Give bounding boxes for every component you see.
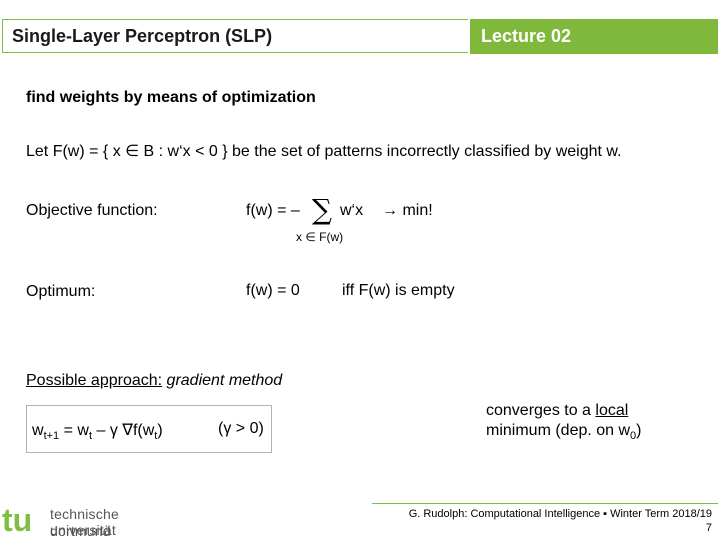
title-bar — [2, 19, 468, 53]
footer-divider — [372, 503, 718, 504]
optimum-condition: iff F(w) is empty — [342, 282, 455, 299]
objective-lhs: f(w) = – — [246, 202, 300, 219]
update-rule: wt+1 = wt – γ ∇f(wt) — [32, 422, 163, 443]
sum-symbol: ∑ — [312, 193, 332, 226]
sum-subscript: x ∈ F(w) — [296, 230, 344, 244]
footer-credit: G. Rudolph: Computational Intelligence ▪… — [408, 508, 712, 534]
section-heading: find weights by means of optimization — [26, 89, 316, 106]
lecture-banner — [470, 19, 718, 54]
approach-method: gradient method — [166, 372, 283, 389]
lecture-label: Lecture 02 — [481, 26, 572, 46]
optimum-label: Optimum: — [26, 283, 96, 300]
convergence-note: converges to a local minimum (dep. on w0… — [486, 402, 642, 443]
gamma-condition: (γ > 0) — [218, 420, 264, 437]
update-rule-box — [26, 405, 272, 453]
page-number: 7 — [705, 522, 712, 534]
approach-line: Possible approach: gradient method — [26, 372, 282, 390]
objective-term: w‘x — [340, 202, 364, 219]
objective-arrow: → min! — [382, 202, 433, 219]
definition-text: Let F(w) = { x ∈ B : w‘x < 0 } be the se… — [26, 143, 622, 160]
objective-label: Objective function: — [26, 202, 158, 219]
approach-label: Possible approach: — [26, 372, 163, 389]
optimum-expr: f(w) = 0 — [246, 282, 300, 299]
slide-title: Single-Layer Perceptron (SLP) — [12, 26, 273, 46]
